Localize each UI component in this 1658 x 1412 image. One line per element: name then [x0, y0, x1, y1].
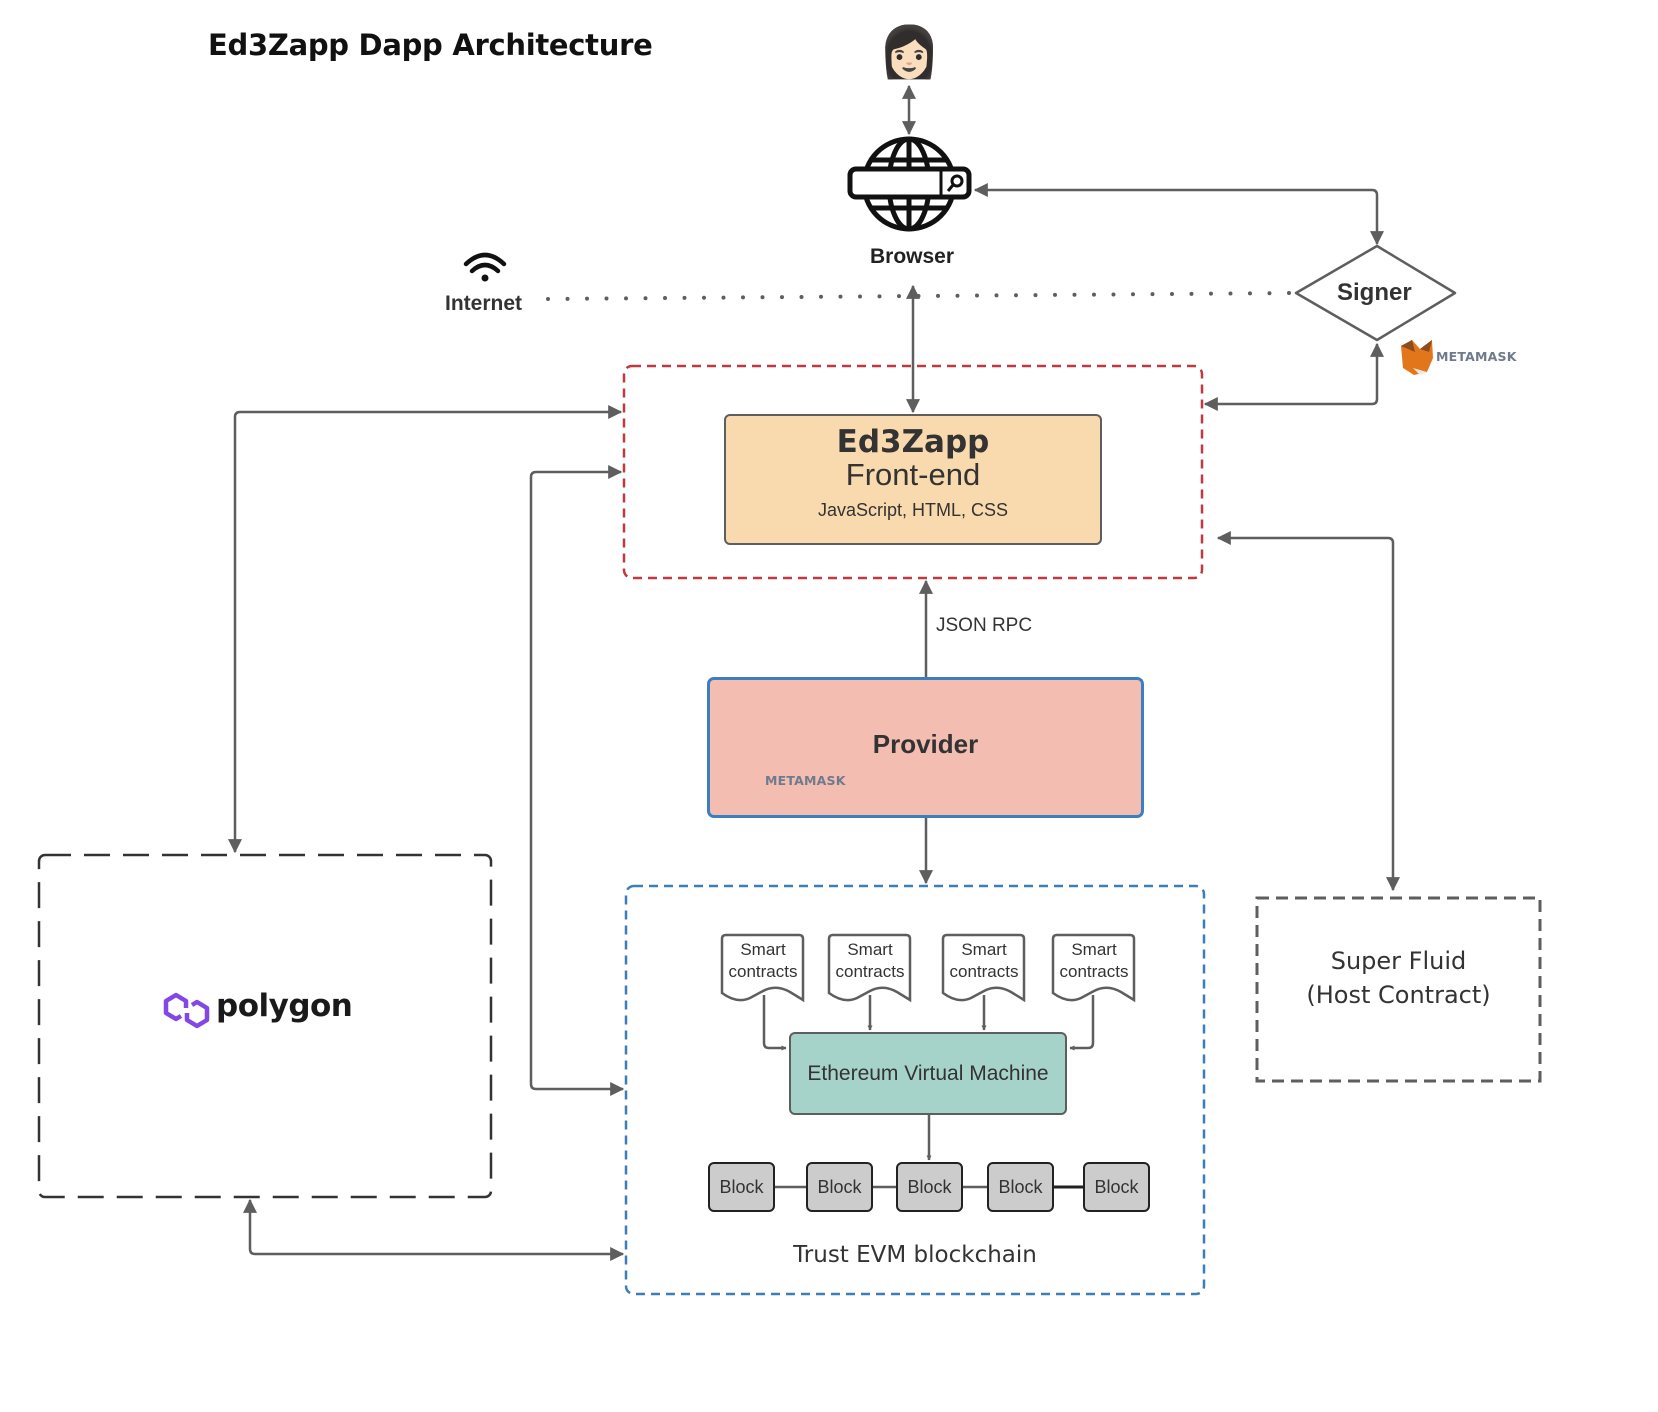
connector-frontend-superfluid — [1216, 531, 1400, 892]
smart-contract-label: Smart contracts — [949, 940, 1019, 981]
smart-contract-doc-3 — [941, 933, 1026, 1003]
block[interactable]: Block — [708, 1162, 775, 1212]
signer-metamask-badge: METAMASK — [1436, 349, 1517, 364]
smart-contract-label: Smart contracts — [1059, 940, 1129, 981]
connector-polygon-blockchain — [243, 1198, 625, 1261]
provider-metamask-badge: METAMASK — [765, 773, 846, 788]
connector-sc4-evm — [1069, 995, 1095, 1051]
browser-label: Browser — [870, 245, 955, 268]
smart-contract-label: Smart contracts — [728, 940, 798, 981]
frontend-box[interactable]: Ed3Zapp Front-end JavaScript, HTML, CSS — [724, 414, 1102, 545]
superfluid-label: Super Fluid (Host Contract) — [1306, 947, 1491, 1009]
signer-diamond — [1294, 244, 1457, 342]
polygon-label: polygon — [216, 988, 353, 1024]
globe-search-icon — [847, 136, 972, 232]
block[interactable]: Block — [896, 1162, 963, 1212]
smart-contract-doc-4 — [1051, 933, 1136, 1003]
internet-label: Internet — [445, 292, 523, 315]
blockchain-label: Trust EVM blockchain — [793, 1242, 1037, 1268]
evm-box[interactable]: Ethereum Virtual Machine — [789, 1032, 1067, 1115]
smart-contract-label: Smart contracts — [835, 940, 905, 981]
connector-frontend-polygon — [228, 405, 623, 854]
provider-box[interactable]: Provider — [707, 677, 1144, 818]
smart-contract-shapes — [720, 933, 1136, 1003]
superfluid-container — [1255, 896, 1542, 1083]
polygon-container — [37, 853, 493, 1199]
connector-browser-signer — [973, 183, 1384, 246]
connector-frontend-blockchain — [529, 465, 625, 1096]
block[interactable]: Block — [1083, 1162, 1150, 1212]
frontend-subtitle: Front-end — [845, 456, 981, 492]
block[interactable]: Block — [987, 1162, 1054, 1212]
connector-sc1-evm — [762, 995, 787, 1051]
page-title: Ed3Zapp Dapp Architecture — [208, 28, 653, 62]
frontend-title: Ed3Zapp — [836, 423, 990, 460]
smart-contract-doc-1 — [720, 933, 805, 1003]
metamask-fox-icon — [1401, 340, 1433, 375]
frontend-tech: JavaScript, HTML, CSS — [817, 499, 1009, 520]
blockchain-container — [624, 884, 1206, 1296]
evm-label: Ethereum Virtual Machine — [807, 1061, 1049, 1085]
connector-signer-frontend — [1203, 342, 1384, 411]
polygon-logo-icon — [163, 992, 210, 1029]
json-rpc-label: JSON RPC — [936, 615, 1033, 636]
wifi-icon — [463, 252, 507, 282]
provider-label: Provider — [872, 729, 979, 759]
internet-boundary-line — [546, 291, 1298, 301]
woman-user-icon: 👩🏻 — [878, 24, 941, 80]
smart-contract-doc-2 — [827, 933, 912, 1003]
block[interactable]: Block — [806, 1162, 873, 1212]
signer-label: Signer — [1337, 279, 1412, 306]
